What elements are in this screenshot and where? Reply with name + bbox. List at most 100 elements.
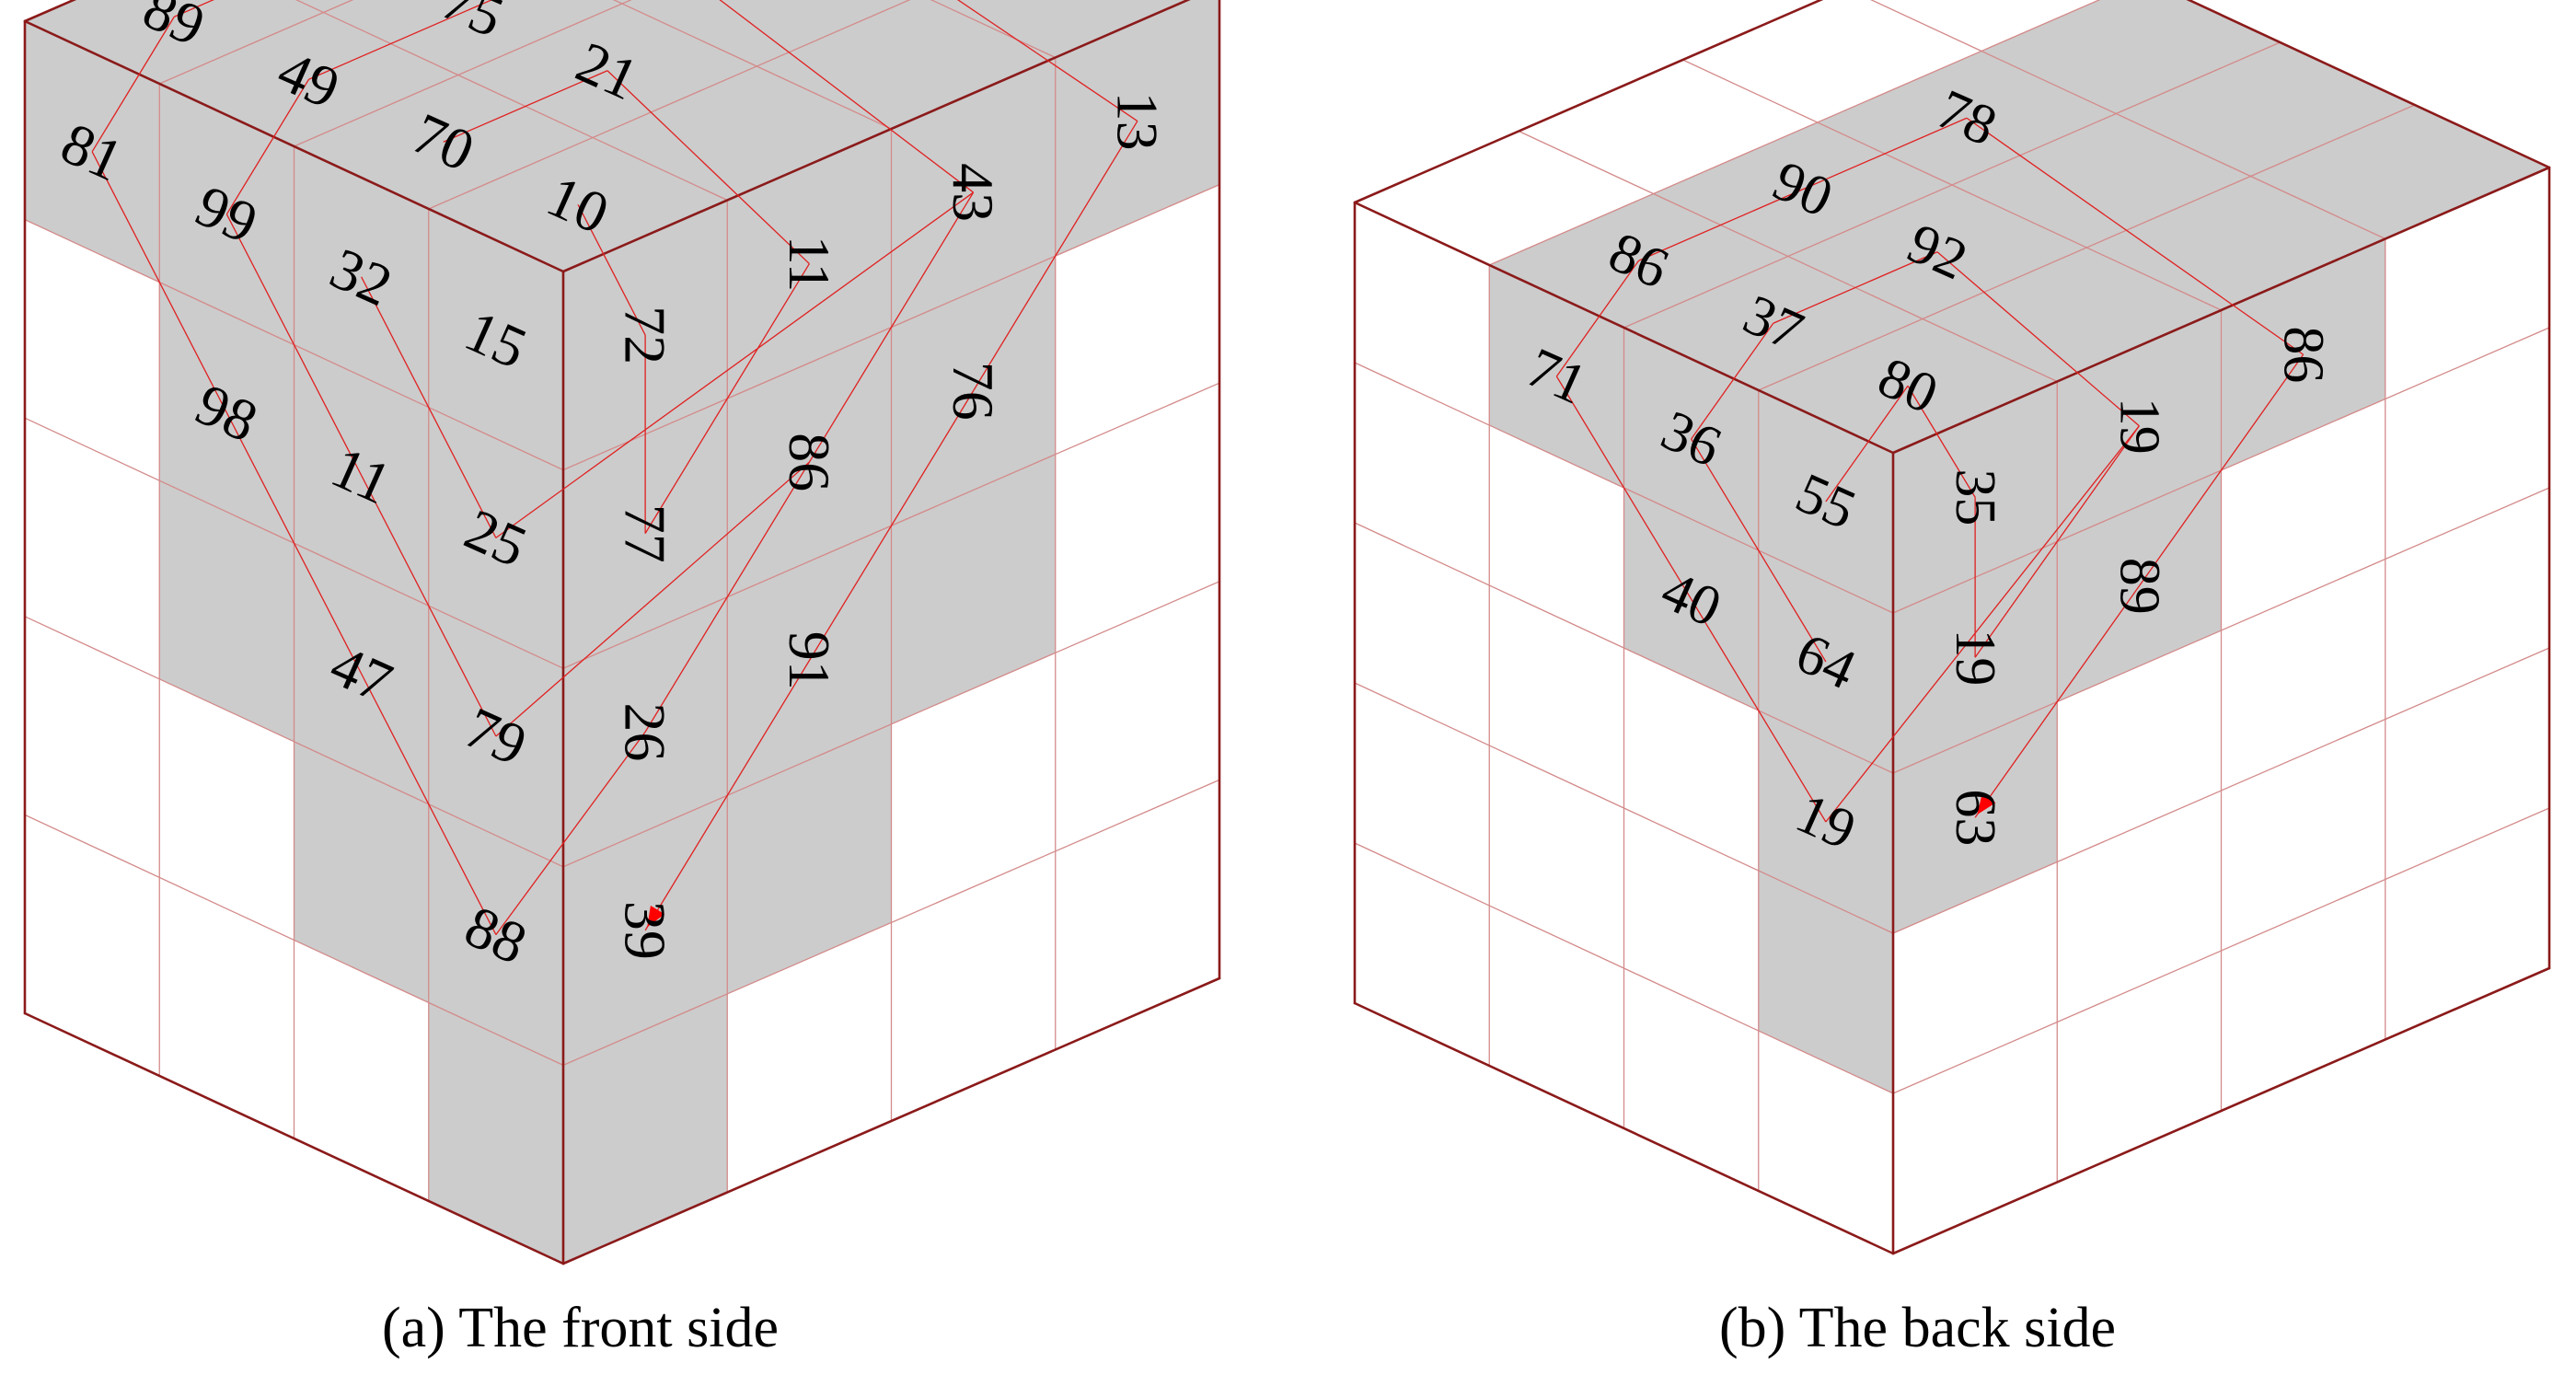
shaded-cell	[1758, 871, 1893, 1093]
path-segment	[1691, 322, 1774, 440]
path-arrowhead	[1977, 792, 1996, 815]
path-segment	[719, 0, 975, 193]
grid-line	[1892, 647, 2550, 934]
cube-edge	[1891, 966, 2551, 1255]
cube-edge	[561, 0, 1191, 273]
path-segment	[225, 78, 310, 215]
shaded-cell	[2116, 42, 2415, 177]
cube-edge	[23, 19, 565, 273]
path-segment	[308, 0, 493, 80]
path-segment	[644, 263, 810, 534]
cell-number: 13	[1104, 92, 1170, 151]
cell-number: 63	[1944, 789, 2006, 846]
path-segment	[808, 390, 975, 662]
shaded-cell	[593, 66, 892, 201]
caption-front-side: (a) The front side	[382, 1297, 779, 1359]
grid-line	[562, 581, 1220, 868]
back-top-face	[1355, 0, 2549, 453]
path-segment	[2138, 353, 2305, 587]
shaded-cell	[2250, 105, 2549, 239]
shaded-cell	[25, 0, 324, 84]
shaded-cell	[727, 723, 892, 994]
shaded-cell	[159, 480, 295, 742]
grid-line	[1354, 682, 1894, 934]
shaded-cell	[294, 741, 429, 1003]
cell-number: 91	[777, 631, 842, 690]
cube-edge	[1353, 0, 1824, 204]
path-segment	[1966, 117, 2304, 355]
path-segment	[1638, 117, 1968, 261]
path-segment	[495, 191, 975, 538]
shaded-cell	[931, 0, 1188, 58]
path-segment	[361, 276, 497, 538]
cell-number: 76	[941, 362, 1006, 421]
grid-line	[1892, 487, 2550, 774]
cell-number: 86	[2272, 326, 2335, 383]
shaded-cell	[1923, 248, 2222, 382]
path-segment	[225, 412, 363, 675]
cell-number: 86	[777, 433, 842, 491]
number-path	[1555, 117, 2305, 823]
grid-line	[1354, 522, 1894, 774]
caption-back-side: (b) The back side	[1719, 1297, 2116, 1359]
path-segment	[361, 673, 497, 935]
path-segment	[1974, 425, 2140, 658]
shaded-cell	[2086, 176, 2385, 310]
path-segment	[1773, 251, 1938, 324]
shaded-cell	[563, 993, 728, 1264]
path-segment	[225, 214, 363, 476]
shaded-cell	[428, 1002, 563, 1264]
path-segment	[808, 191, 975, 463]
grid-line	[158, 0, 354, 85]
cube-edge	[1353, 201, 1895, 455]
cell-number: 39	[613, 901, 678, 960]
grid-line	[1623, 41, 2281, 329]
grid-line	[1354, 842, 1894, 1094]
shaded-cell	[1055, 0, 1219, 257]
shaded-cell	[891, 454, 1056, 724]
front-side-cube: 8925262049754470211081993215981125477988…	[23, 0, 1221, 1265]
path-segment	[1825, 425, 2140, 823]
cube-edge	[23, 1011, 565, 1265]
path-segment	[1936, 251, 2140, 427]
cube-edges	[1353, 0, 2551, 1255]
path-segment	[495, 461, 810, 737]
cube-edge	[561, 976, 1221, 1265]
cube-edge	[2186, 0, 2551, 169]
path-segment	[577, 203, 646, 336]
grid-line	[1758, 104, 2416, 391]
shaded-cell	[757, 0, 1056, 129]
cell-number: 72	[613, 306, 678, 364]
cube-edges	[23, 0, 1221, 1265]
grid-line	[428, 0, 911, 210]
shaded-cell	[296, 0, 352, 13]
grid-line	[294, 0, 632, 147]
path-segment	[956, 0, 1138, 122]
shaded-cell	[1952, 113, 2251, 248]
cell-number: 26	[613, 702, 678, 761]
cell-number: 19	[2108, 398, 2170, 455]
grid-line	[1892, 807, 2550, 1094]
shaded-cell	[614, 0, 631, 4]
path-segment	[443, 70, 608, 143]
path-segment	[644, 461, 810, 733]
shaded-cell	[622, 0, 909, 66]
path-segment	[1555, 376, 1692, 600]
path-segment	[973, 121, 1138, 391]
cell-number: 89	[2108, 558, 2170, 615]
path-segment	[606, 70, 810, 265]
number-path	[91, 0, 1138, 935]
cell-number: 11	[777, 236, 842, 293]
cube-edge	[1353, 1001, 1895, 1255]
grid-line	[562, 779, 1220, 1066]
shaded-cell	[323, 0, 622, 75]
path-segment	[1825, 385, 1909, 503]
cell-number: 19	[1944, 629, 2006, 686]
cell-number: 43	[941, 163, 1006, 222]
grid-line	[1488, 0, 2101, 266]
grid-line	[930, 0, 1057, 59]
path-segment	[91, 151, 227, 413]
path-segment	[644, 660, 810, 931]
